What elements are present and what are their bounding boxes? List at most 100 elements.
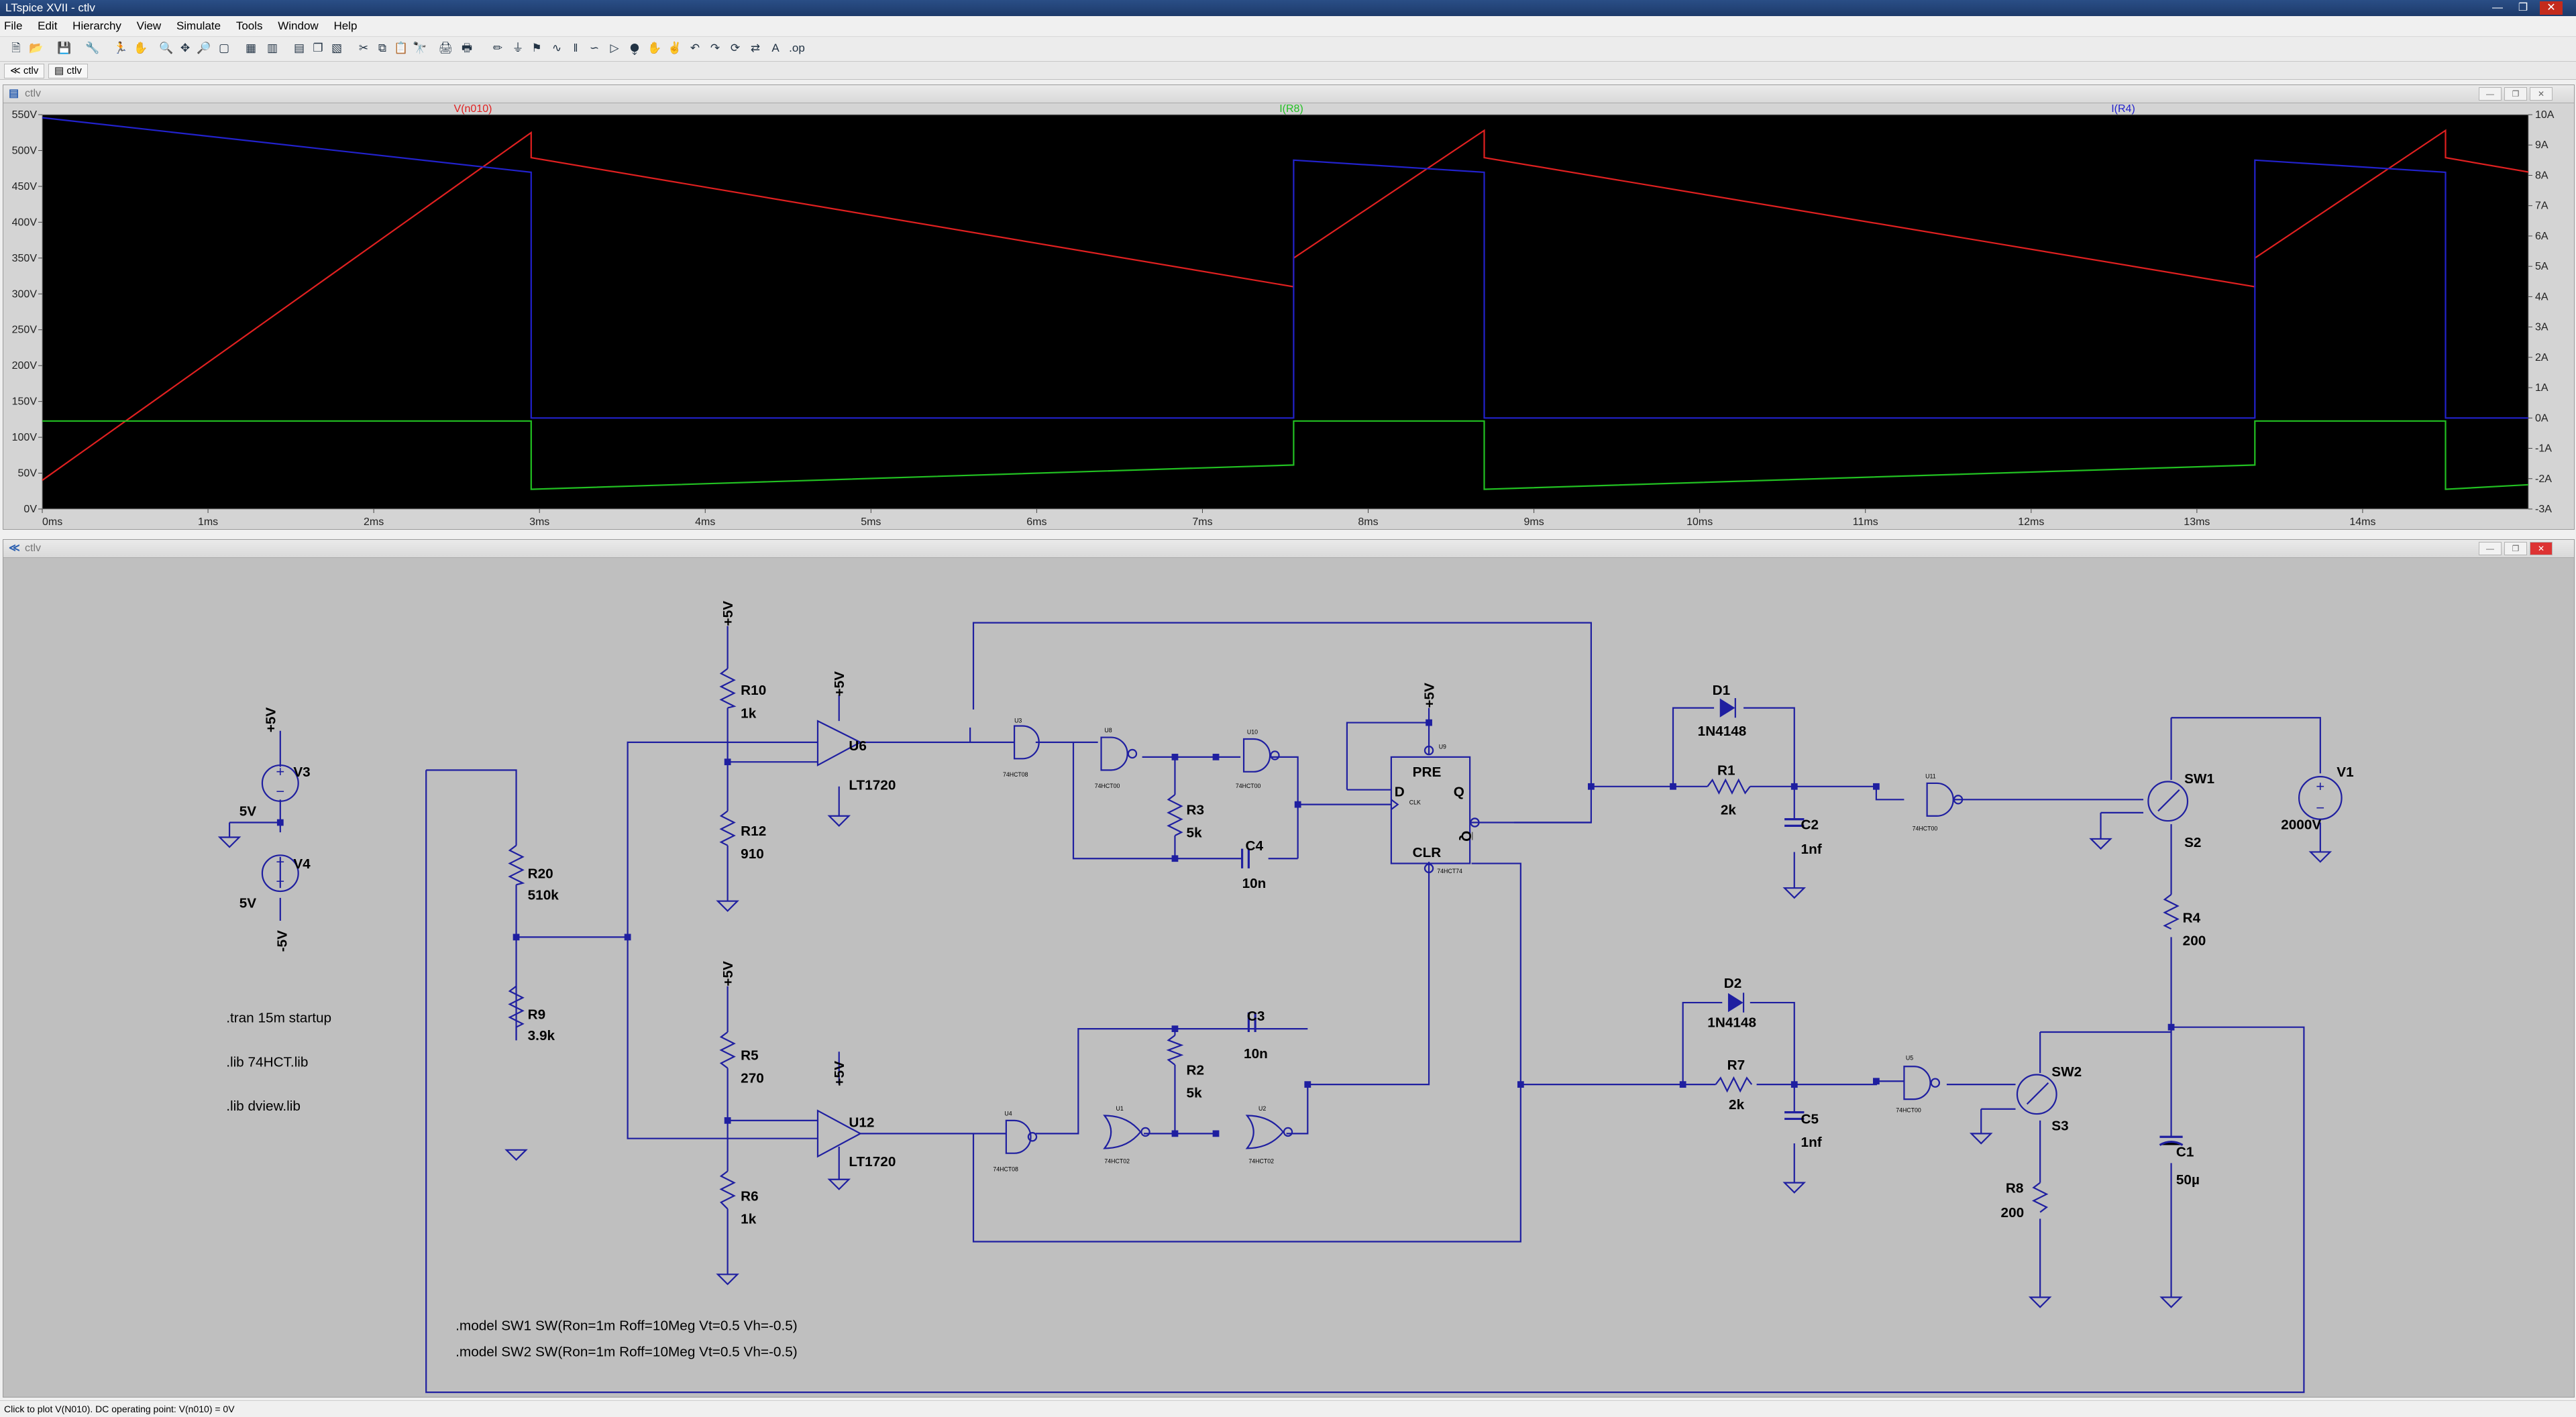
r6-label: R6: [741, 1188, 759, 1204]
sw2-label: SW2: [2051, 1064, 2082, 1080]
cascade-icon[interactable]: ❐: [313, 42, 323, 54]
r3-value: 5k: [1187, 825, 1203, 840]
autoscale-icon[interactable]: ▦: [245, 42, 257, 54]
print-icon[interactable]: 🖨: [438, 42, 453, 54]
u4-label: U4: [1004, 1111, 1012, 1117]
u9-supply-label: +5V: [1421, 683, 1437, 708]
move-icon[interactable]: ✋: [647, 42, 662, 54]
r6-symbol: [719, 1170, 736, 1210]
zoom-out-icon[interactable]: 🔎: [197, 42, 211, 54]
trace-vn010[interactable]: [42, 129, 2529, 481]
pan-icon[interactable]: ✥: [180, 42, 191, 54]
cut-icon[interactable]: ✂: [358, 42, 369, 54]
maximize-button[interactable]: ❐: [2518, 2, 2528, 13]
redo-icon[interactable]: ↷: [710, 42, 720, 54]
x-tick-label: 3ms: [529, 516, 549, 528]
menu-help[interactable]: Help: [333, 19, 358, 32]
menu-window[interactable]: Window: [278, 19, 319, 32]
minimize-button[interactable]: —: [2492, 2, 2503, 13]
tran-directive[interactable]: .tran 15m startup: [226, 1010, 331, 1025]
run-icon[interactable]: 🏃: [113, 42, 128, 54]
plot-pane[interactable]: [42, 115, 2528, 509]
menu-simulate[interactable]: Simulate: [176, 19, 221, 32]
r7-symbol: [1715, 1076, 1753, 1093]
waveform-minimize-button[interactable]: —: [2479, 87, 2502, 101]
schematic-window-titlebar: ≪ ctlv — ❐ ✕: [3, 540, 2574, 558]
u9-d-label: D: [1395, 784, 1405, 799]
mirror-icon[interactable]: ⇄: [750, 42, 761, 54]
close-button[interactable]: ✕: [2540, 1, 2563, 15]
menu-edit[interactable]: Edit: [38, 19, 58, 32]
resistor-icon[interactable]: ∿: [551, 42, 562, 54]
sw2-model-directive[interactable]: .model SW2 SW(Ron=1m Roff=10Meg Vt=0.5 V…: [455, 1344, 798, 1359]
schematic-canvas[interactable]: +− +− +−: [3, 557, 2573, 1396]
rotate-icon[interactable]: ⟳: [730, 42, 741, 54]
halt-icon[interactable]: ✋: [133, 42, 148, 54]
r8-symbol: [2031, 1182, 2049, 1213]
status-text: Click to plot V(N010). DC operating poin…: [4, 1404, 235, 1414]
u12-supply-label: +5V: [832, 1061, 847, 1086]
control-panel-icon[interactable]: 🔧: [85, 42, 100, 54]
x-tick-label: 7ms: [1192, 516, 1212, 528]
schematic-window: ≪ ctlv — ❐ ✕: [3, 539, 2575, 1398]
print-preview-icon[interactable]: 🖶: [461, 42, 473, 54]
right-tick-label: 4A: [2535, 291, 2548, 302]
copy-icon[interactable]: ⧉: [378, 42, 387, 54]
save-icon[interactable]: 💾: [57, 42, 72, 54]
tile-vertical-icon[interactable]: ▧: [331, 42, 343, 54]
svg-text:−: −: [2316, 799, 2324, 816]
schematic-restore-button[interactable]: ❐: [2504, 542, 2527, 555]
lib-74hct-directive[interactable]: .lib 74HCT.lib: [226, 1054, 308, 1070]
diode-icon[interactable]: ▷: [610, 42, 619, 54]
menu-tools[interactable]: Tools: [235, 19, 263, 32]
menu-bar: File Edit Hierarchy View Simulate Tools …: [0, 16, 2576, 37]
dim-icon[interactable]: ▥: [266, 42, 278, 54]
right-tick-label: 10A: [2535, 109, 2555, 121]
schematic-minimize-button[interactable]: —: [2479, 542, 2502, 555]
inductor-icon[interactable]: ∽: [589, 42, 600, 54]
undo-icon[interactable]: ↶: [690, 42, 700, 54]
v4-minus-label: -5V: [275, 930, 290, 952]
legend-ir8[interactable]: I(R8): [1279, 103, 1303, 115]
legend-ir4[interactable]: I(R4): [2111, 103, 2135, 115]
menu-file[interactable]: File: [4, 19, 23, 32]
trace-ir8[interactable]: [42, 420, 2529, 490]
tab-schematic[interactable]: ≪ ctlv: [4, 64, 45, 78]
tile-horizontal-icon[interactable]: ▤: [293, 42, 305, 54]
lib-dview-directive[interactable]: .lib dview.lib: [226, 1098, 301, 1114]
draw-wire-icon[interactable]: ✏: [492, 42, 503, 54]
u3-part: 74HCT08: [1003, 771, 1028, 778]
waveform-restore-button[interactable]: ❐: [2504, 87, 2527, 101]
menu-view[interactable]: View: [136, 19, 162, 32]
trace-ir4[interactable]: [42, 117, 2528, 419]
find-icon[interactable]: 🔭: [413, 42, 427, 54]
drag-icon[interactable]: ✌: [667, 42, 682, 54]
x-tick-label: 0ms: [42, 516, 62, 528]
paste-icon[interactable]: 📋: [394, 42, 409, 54]
text-icon[interactable]: A: [771, 42, 780, 54]
capacitor-icon[interactable]: ‖: [573, 42, 578, 54]
component-icon[interactable]: ⧭: [630, 42, 639, 54]
waveform-close-button[interactable]: ✕: [2530, 87, 2553, 101]
r4-value: 200: [2183, 933, 2206, 949]
open-icon[interactable]: 📂: [29, 42, 44, 54]
u5-part: 74HCT00: [1896, 1107, 1921, 1114]
sw1-model-directive[interactable]: .model SW1 SW(Ron=1m Roff=10Meg Vt=0.5 V…: [455, 1318, 798, 1333]
label-net-icon[interactable]: ⚑: [531, 42, 542, 54]
schematic-close-button[interactable]: ✕: [2530, 542, 2553, 555]
new-schematic-icon[interactable]: 🗎: [11, 42, 21, 54]
r1-value: 2k: [1721, 802, 1737, 817]
ground-icon[interactable]: ⏚: [512, 42, 524, 54]
r1-symbol: [1707, 778, 1751, 795]
menu-hierarchy[interactable]: Hierarchy: [72, 19, 121, 32]
waveform-app-icon: ▤: [9, 88, 19, 99]
spice-directive-icon[interactable]: .op: [789, 42, 805, 54]
x-tick-label: 2ms: [364, 516, 384, 528]
tab-waveform[interactable]: ▤ ctlv: [48, 64, 88, 78]
zoom-fit-icon[interactable]: ▢: [218, 42, 230, 54]
v3-value: 5V: [239, 804, 257, 819]
legend-vn010[interactable]: V(n010): [454, 103, 492, 115]
zoom-in-icon[interactable]: 🔍: [159, 42, 174, 54]
